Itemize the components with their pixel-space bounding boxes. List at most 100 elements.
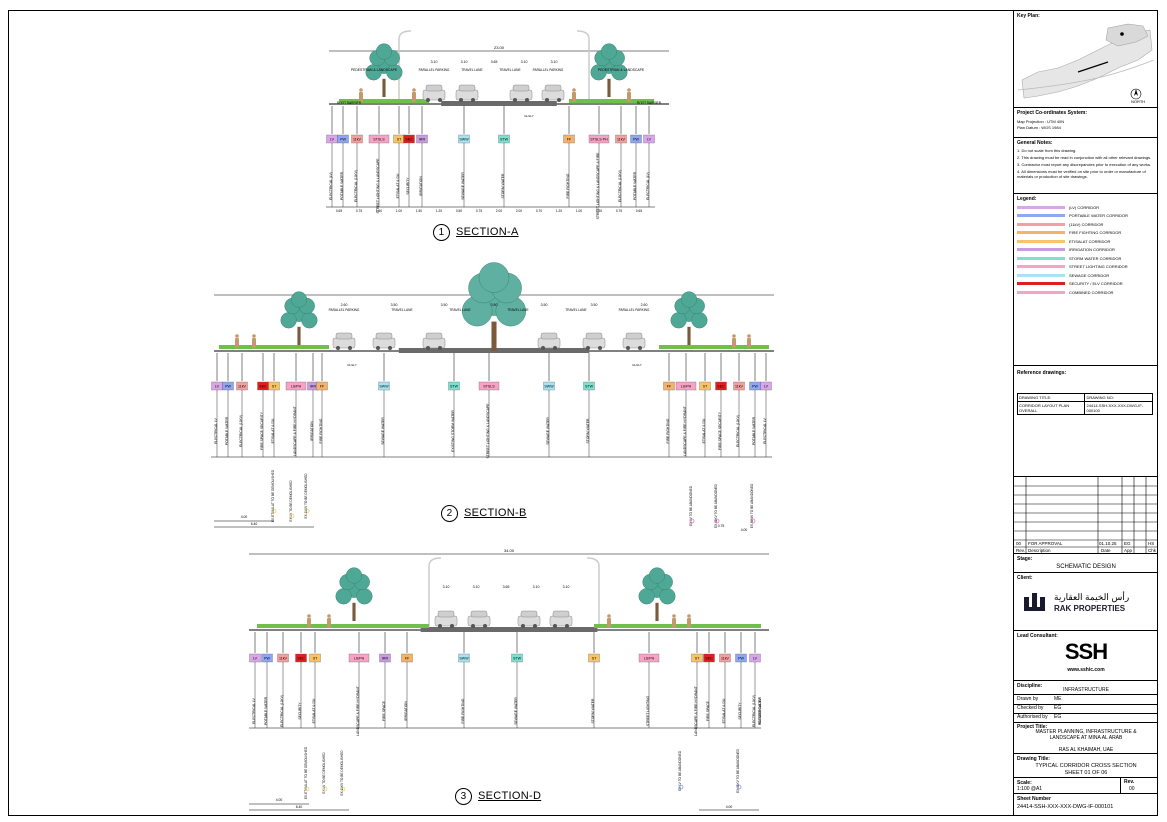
- car-wheel: [438, 346, 442, 350]
- existing-service-text: EX.11KV TO BE ABANDONED: [736, 748, 740, 793]
- lane-width-text: 3.10: [443, 585, 450, 589]
- corridor-code-text: PW: [264, 657, 270, 661]
- corridor-code-text: FF: [567, 138, 572, 142]
- legend-swatch: [1017, 231, 1065, 234]
- corridor-code-text: 11kV: [238, 385, 247, 389]
- corridor-description-text: POTABLE WATER: [225, 416, 229, 445]
- car-wheel: [598, 346, 602, 350]
- corridor-description-text: FIRE SPACE: [382, 700, 386, 721]
- total-dimension-text: 34.00: [504, 548, 515, 553]
- lane-width-text: 2.60: [641, 303, 648, 307]
- car-wheel: [426, 98, 430, 102]
- light-pole: [586, 557, 600, 626]
- car-wheel: [533, 624, 537, 628]
- corridor-code-text: LS/PH: [644, 657, 655, 661]
- drawing-title-label: Drawing Title:: [1017, 756, 1050, 762]
- corridor-code-text: IRR: [310, 385, 317, 389]
- car-wheel: [626, 346, 630, 350]
- car-icon: [582, 332, 606, 350]
- car-wheel: [459, 98, 463, 102]
- lane-width-text: 2.60: [341, 303, 348, 307]
- sheet-number-value: 24414-SSH-XXX-XXX-DWG-IF-000101: [1017, 804, 1114, 810]
- corridor-width-text: 1.50: [376, 209, 382, 213]
- lane-width-text: 3.10: [563, 585, 570, 589]
- legend-text: IRRIGATION CORRIDOR: [1069, 247, 1115, 252]
- pedestrian-icon: [327, 614, 331, 628]
- revision-grid: [1014, 477, 1158, 553]
- car-wheel: [438, 624, 442, 628]
- light-pole: [398, 30, 412, 99]
- corridor-code-text: 11kV: [617, 138, 626, 142]
- corridor-description-text: SEWAGE WATER: [381, 417, 385, 445]
- section-b-number: 2: [441, 505, 458, 522]
- car-wheel: [541, 346, 545, 350]
- zone-label-text: PEDESTRIAN & LANDSCAPE: [598, 68, 645, 72]
- corridor-code-text: FF: [405, 657, 410, 661]
- section-b-name: SECTION-B: [464, 507, 527, 519]
- rev-header-app: App: [1124, 548, 1133, 553]
- legend-swatch: [1017, 256, 1065, 260]
- corridor-code-text: LV: [753, 657, 758, 661]
- existing-service-text: EX.ETISALAT TO BE DEMOLISHED: [271, 469, 275, 522]
- car-icon: [622, 332, 646, 350]
- car-roof: [625, 332, 643, 340]
- lane-width-text: 3.10: [431, 60, 438, 64]
- legend-item: STORM WATER CORRIDOR: [1017, 255, 1121, 261]
- car-wheel: [348, 346, 352, 350]
- corridor-description-text: SEWAGE WATER: [514, 697, 518, 725]
- tree-icon: [638, 567, 676, 621]
- corridor-code-text: 11kV: [721, 657, 730, 661]
- tree-canopy: [648, 567, 666, 584]
- title-block: Key Plan: NORTH Project Co-ordinates Sys…: [1013, 11, 1158, 815]
- note-3: 3. Contractor must report any discrepanc…: [1017, 162, 1152, 167]
- zone-label-text: TRAVEL LANE: [499, 68, 520, 72]
- legend-item: STREET LIGHTING CORRIDOR: [1017, 264, 1128, 270]
- reference-table: DRAWING TITLE:DRAWING NO: CORRIDOR LAYOU…: [1016, 393, 1153, 415]
- car-wheel: [525, 98, 529, 102]
- ref-header-title: DRAWING TITLE:: [1016, 393, 1086, 402]
- project-location: RAS AL KHAIMAH, UAE: [1058, 747, 1114, 753]
- note-2: 2. This drawing must be read in conjunct…: [1017, 155, 1152, 160]
- legend-text: COMBINED CORRIDOR: [1069, 289, 1114, 295]
- car-wheel: [565, 624, 569, 628]
- car-roof: [375, 332, 393, 340]
- zone-label-text: ROOT BARRIER: [637, 101, 662, 105]
- car-roof: [552, 610, 570, 618]
- existing-service-marker: [750, 518, 756, 524]
- person-head: [747, 334, 751, 338]
- car-roof: [458, 84, 476, 92]
- corridor-width-text: 0.65: [336, 209, 342, 213]
- person-body: [572, 92, 576, 102]
- corridor-width-text: 0.75: [356, 209, 362, 213]
- zone-label-text: TRAVEL LANE: [449, 308, 470, 312]
- corridor-code-text: STW: [513, 657, 522, 661]
- corridor-description-text: STREET LIGHTING & LANDSCAPE: [486, 403, 490, 459]
- corridor-description-text: ELECTRICAL LV: [252, 697, 256, 723]
- corridor-code-text: LV: [764, 385, 769, 389]
- corridor-code-text: SWW: [459, 657, 469, 661]
- car-icon: [517, 610, 541, 628]
- corridor-code-text: ST: [703, 385, 708, 389]
- person-head: [572, 88, 576, 92]
- tree-canopy: [335, 588, 352, 605]
- street-light-icon: [428, 557, 442, 626]
- legend-item: IRRIGATION CORRIDOR: [1017, 247, 1115, 253]
- corridor-code-text: SEC: [705, 657, 713, 661]
- legend-text: PORTABLE WATER CORRIDOR: [1069, 213, 1128, 218]
- street-light-icon: [576, 30, 590, 99]
- car-body: [422, 337, 446, 349]
- tree-canopy: [375, 43, 393, 60]
- key-plan-label: Key Plan:: [1017, 13, 1040, 19]
- corridor-width-text: 1.50: [596, 209, 602, 213]
- existing-service-text: EX.LV TO BE ABANDONED: [678, 750, 682, 791]
- car-body: [509, 89, 533, 101]
- grass-strip: [257, 624, 429, 628]
- car-wheel: [483, 624, 487, 628]
- offset-dimension-text: 4.00: [726, 805, 733, 809]
- stage-label: Stage:: [1017, 556, 1033, 562]
- car-body: [549, 615, 573, 627]
- legend-text: STREET LIGHTING CORRIDOR: [1069, 264, 1128, 269]
- person-body: [359, 92, 363, 102]
- zone-label-text: GULLY: [632, 363, 642, 367]
